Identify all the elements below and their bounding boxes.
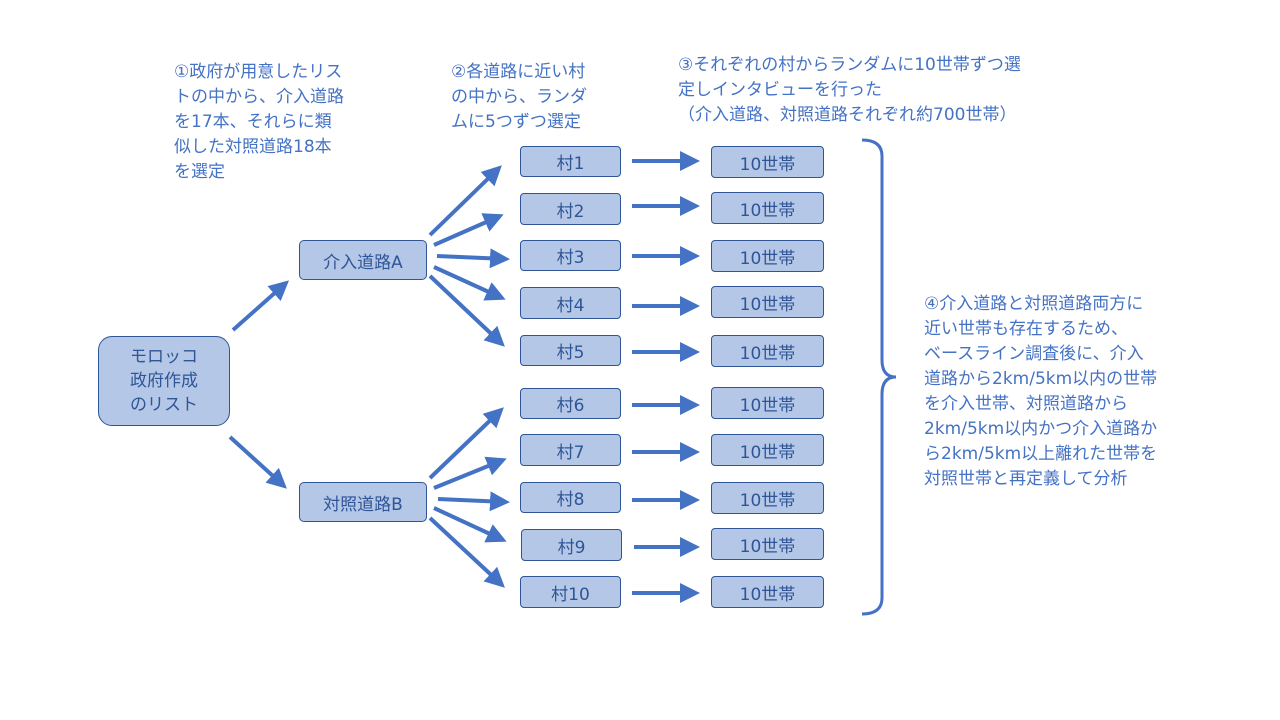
household-box: 10世帯 xyxy=(711,528,824,560)
village-box: 村6 xyxy=(520,388,621,419)
household-box: 10世帯 xyxy=(711,576,824,608)
road-box-control: 対照道路B xyxy=(299,482,427,522)
arrow-road-b-to-village-9 xyxy=(433,506,507,543)
village-box: 村1 xyxy=(520,146,621,177)
village-box: 村4 xyxy=(520,287,621,319)
road-box-intervention: 介入道路A xyxy=(299,240,427,280)
household-box: 10世帯 xyxy=(711,387,824,419)
arrow-road-a-to-village-2 xyxy=(433,213,504,247)
arrow-road-a-to-village-3 xyxy=(436,248,510,269)
arrow-road-b-to-village-6 xyxy=(428,407,504,480)
village-box: 村10 xyxy=(520,576,621,608)
root-list-box: モロッコ 政府作成 のリスト xyxy=(98,336,230,426)
household-box: 10世帯 xyxy=(711,335,824,367)
village-box: 村2 xyxy=(520,193,621,225)
arrow-road-a-to-village-1 xyxy=(428,165,502,237)
arrow-road-b-to-village-7 xyxy=(433,456,507,490)
arrow-road-a-to-village-5 xyxy=(428,274,505,347)
arrow-root-to-road-a xyxy=(231,280,289,332)
step4-note: ④介入道路と対照道路両方に 近い世帯も存在するため、 ベースライン調査後に、介入… xyxy=(924,294,1158,489)
household-box: 10世帯 xyxy=(711,286,824,318)
village-box: 村5 xyxy=(520,335,621,366)
household-box: 10世帯 xyxy=(711,192,824,224)
step2-note: ②各道路に近い村 の中から、ランダ ムに5つずつ選定 xyxy=(451,62,587,132)
arrow-root-to-road-b xyxy=(228,435,287,489)
household-box: 10世帯 xyxy=(711,434,824,466)
arrow-road-b-to-village-10 xyxy=(428,516,505,588)
household-box: 10世帯 xyxy=(711,482,824,514)
village-box: 村7 xyxy=(520,434,621,466)
right-brace xyxy=(861,138,897,616)
village-box: 村3 xyxy=(520,240,621,271)
household-box: 10世帯 xyxy=(711,240,824,272)
village-box: 村9 xyxy=(521,529,622,561)
village-box: 村8 xyxy=(520,482,621,513)
arrow-road-a-to-village-4 xyxy=(433,265,506,301)
arrow-road-b-to-village-8 xyxy=(437,491,510,512)
step3-note: ③それぞれの村からランダムに10世帯ずつ選 定しインタビューを行った （介入道路… xyxy=(678,55,1021,125)
household-box: 10世帯 xyxy=(711,146,824,178)
step1-note: ①政府が用意したリス トの中から、介入道路 を17本、それらに類 似した対照道路… xyxy=(174,62,344,182)
